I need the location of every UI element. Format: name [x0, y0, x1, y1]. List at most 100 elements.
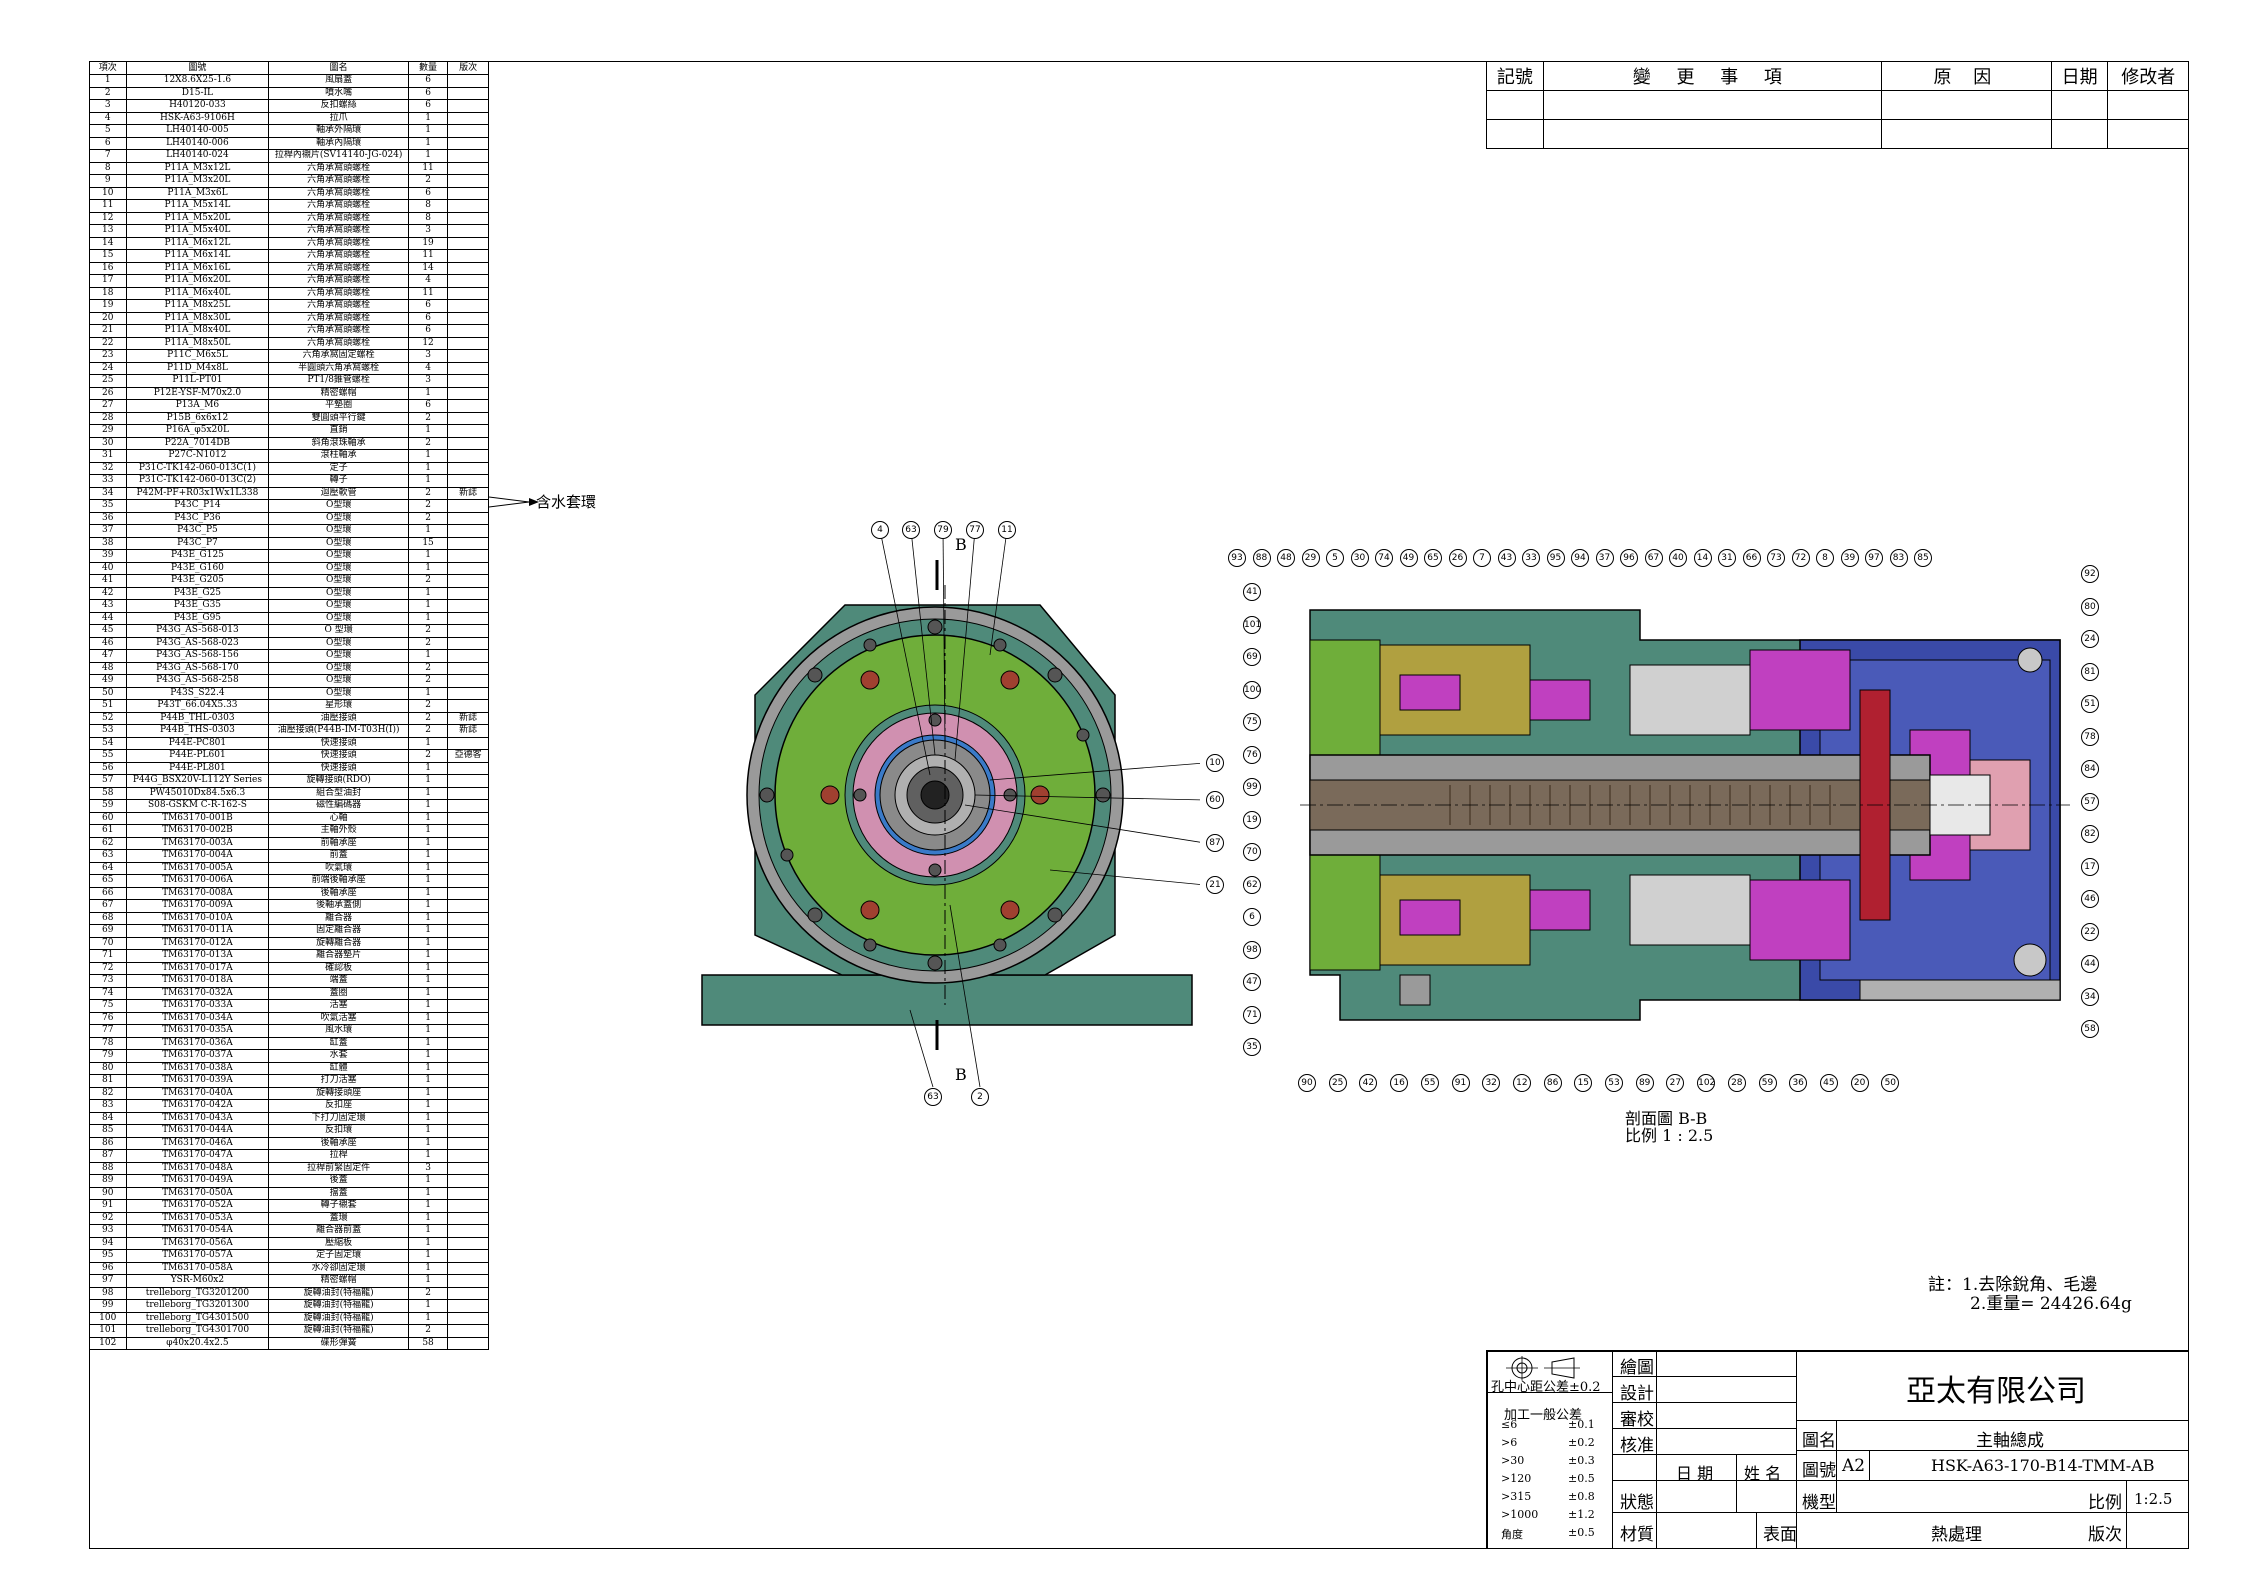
bom-cell-partno: YSR-M60x2: [125, 1274, 270, 1288]
bom-cell-version: [447, 449, 489, 463]
bom-cell-version: [447, 1061, 489, 1075]
bom-cell-version: [447, 1124, 489, 1138]
part-balloon: 12: [1512, 1074, 1531, 1092]
bom-cell-version: [447, 1149, 489, 1163]
bom-cell-name: 精密螺帽: [268, 386, 409, 400]
bom-cell-name: 星形環: [268, 699, 409, 713]
part-balloon: 25: [1328, 1074, 1347, 1092]
bom-cell-name: 後軸承蓋側: [268, 899, 409, 913]
bom-cell-qty: 1: [407, 1236, 449, 1250]
bom-cell-name: 反扣座: [268, 1099, 409, 1113]
part-balloon: 98: [1243, 940, 1261, 959]
bom-cell-qty: 4: [407, 274, 449, 288]
section-front-flange-top: [1309, 639, 1381, 761]
bom-cell-partno: TM63170-012A: [125, 936, 270, 950]
part-balloon: 15: [1574, 1074, 1593, 1092]
bom-cell-version: [447, 324, 489, 338]
bom-cell-partno: P43S_S22.4: [125, 686, 270, 700]
part-balloon: 28: [1727, 1074, 1746, 1092]
draw-label: 繪圖: [1620, 1358, 1654, 1378]
bom-cell-name: 六角承窩頭螺栓: [268, 336, 409, 350]
part-balloon: 20: [1850, 1074, 1869, 1092]
bom-cell-qty: 2: [407, 411, 449, 425]
bom-cell-version: [447, 1299, 489, 1313]
bom-cell-item: 73: [89, 974, 127, 988]
bom-cell-item: 72: [89, 961, 127, 975]
bom-cell-item: 31: [89, 449, 127, 463]
bom-cell-partno: P43G_AS-568-258: [125, 674, 270, 688]
part-balloon: 71: [1243, 1005, 1261, 1024]
part-balloon: 90: [1298, 1074, 1316, 1092]
bom-header-qty: 數量: [407, 61, 449, 75]
bom-cell-name: 旋轉油封(特福龍): [268, 1286, 409, 1300]
bom-cell-partno: P43E_G160: [125, 561, 270, 575]
bom-cell-partno: P43G_AS-568-013: [125, 624, 270, 638]
bom-cell-version: [447, 811, 489, 825]
bom-cell-version: [447, 761, 489, 775]
bom-cell-name: 離合器: [268, 911, 409, 925]
part-balloon: 80: [2081, 597, 2099, 616]
bom-cell-qty: 1: [407, 774, 449, 788]
bom-cell-item: 67: [89, 899, 127, 913]
bom-cell-version: [447, 499, 489, 513]
bom-cell-partno: P13A_M6: [125, 399, 270, 413]
bom-cell-name: 六角承窩頭螺栓: [268, 174, 409, 188]
bom-cell-version: 亞德客: [447, 749, 489, 763]
bom-cell-name: 反扣螺絲: [268, 99, 409, 113]
bom-cell-item: 35: [89, 499, 127, 513]
bom-cell-name: 直銷: [268, 424, 409, 438]
bom-cell-partno: P43E_G125: [125, 549, 270, 563]
part-balloon: 95: [1546, 549, 1565, 567]
part-balloon: 7: [1473, 549, 1491, 567]
bom-cell-item: 29: [89, 424, 127, 438]
part-balloon: 72: [1791, 549, 1810, 567]
part-balloon: 49: [1399, 549, 1418, 567]
bom-cell-item: 64: [89, 861, 127, 875]
bom-cell-partno: P43E_G95: [125, 611, 270, 625]
bom-cell-name: 旋轉接頭(RDO): [268, 774, 409, 788]
bom-cell-name: 六角承窩頭螺栓: [268, 299, 409, 313]
bom-cell-version: [447, 1136, 489, 1150]
bom-cell-partno: TM63170-033A: [125, 999, 270, 1013]
bom-cell-version: [447, 1011, 489, 1025]
bom-cell-partno: P44E-PL801: [125, 761, 270, 775]
bom-cell-qty: 8: [407, 211, 449, 225]
tolerance-range: >120: [1501, 1472, 1532, 1485]
bom-cell-version: [447, 86, 489, 100]
bom-cell-name: 軸承外隔環: [268, 124, 409, 138]
bom-cell-name: 下打刀固定環: [268, 1111, 409, 1125]
bom-cell-qty: 3: [407, 374, 449, 388]
section-magenta-parts: [1399, 649, 1971, 961]
bom-cell-qty: 8: [407, 199, 449, 213]
part-balloon: 86: [1543, 1074, 1562, 1092]
bom-cell-item: 93: [89, 1224, 127, 1238]
bom-cell-qty: 1: [407, 1249, 449, 1263]
tolerance-value: ±0.3: [1568, 1454, 1595, 1467]
part-balloon: 19: [1243, 810, 1261, 829]
bom-cell-name: 固定離合器: [268, 924, 409, 938]
bom-cell-partno: P11A_M8x30L: [125, 311, 270, 325]
bom-cell-qty: 1: [407, 611, 449, 625]
bom-cell-name: 後蓋: [268, 1174, 409, 1188]
part-balloon: 69: [1243, 648, 1261, 666]
